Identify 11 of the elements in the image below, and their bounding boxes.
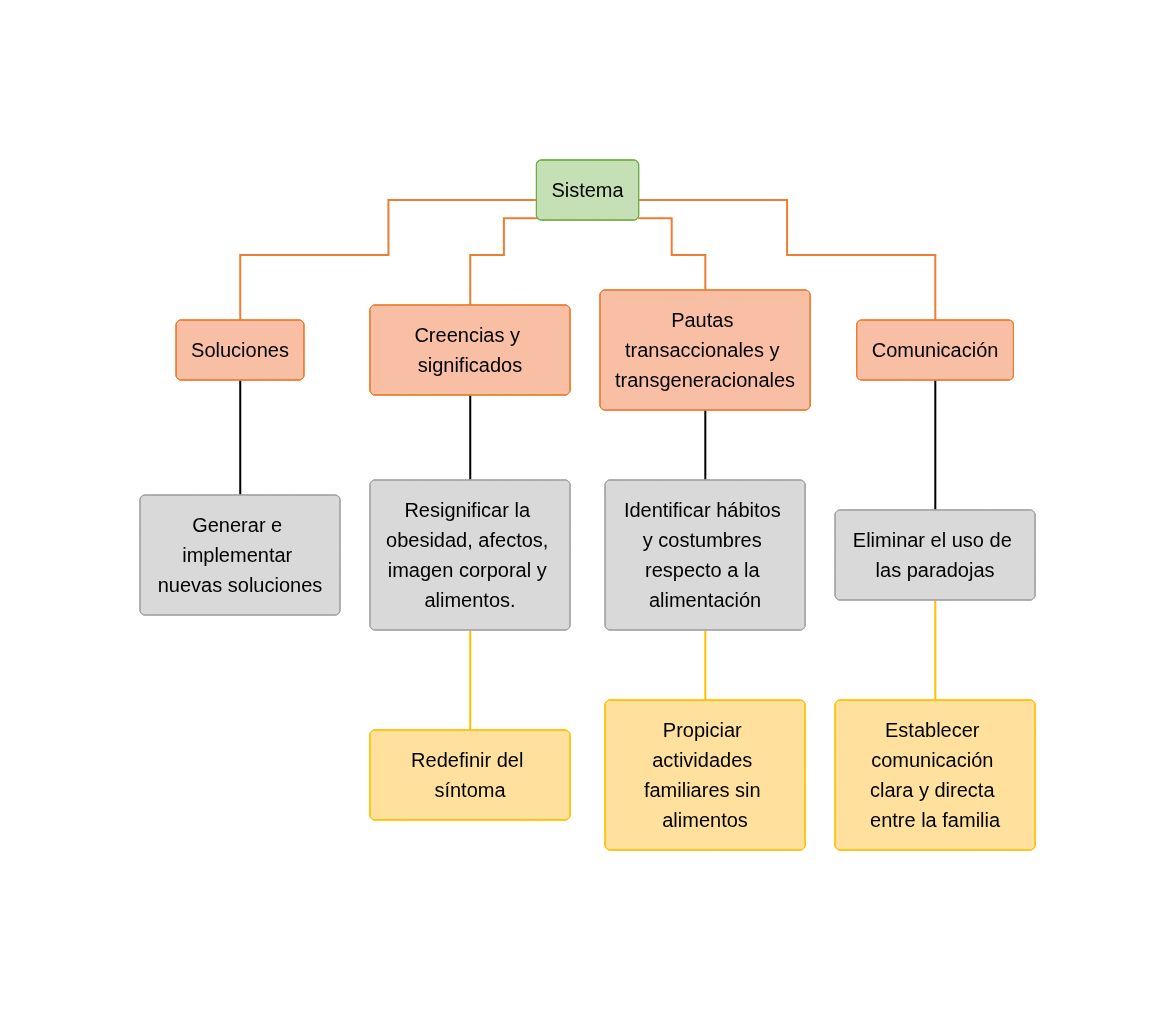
connector [469,216,540,306]
connector [637,216,708,291]
connector [704,409,708,481]
connector [239,379,242,496]
connector [934,599,938,701]
connector [934,379,938,511]
connector [469,629,472,731]
connector [704,629,708,701]
connector [638,198,938,321]
connector [469,394,472,481]
connector [239,198,539,321]
